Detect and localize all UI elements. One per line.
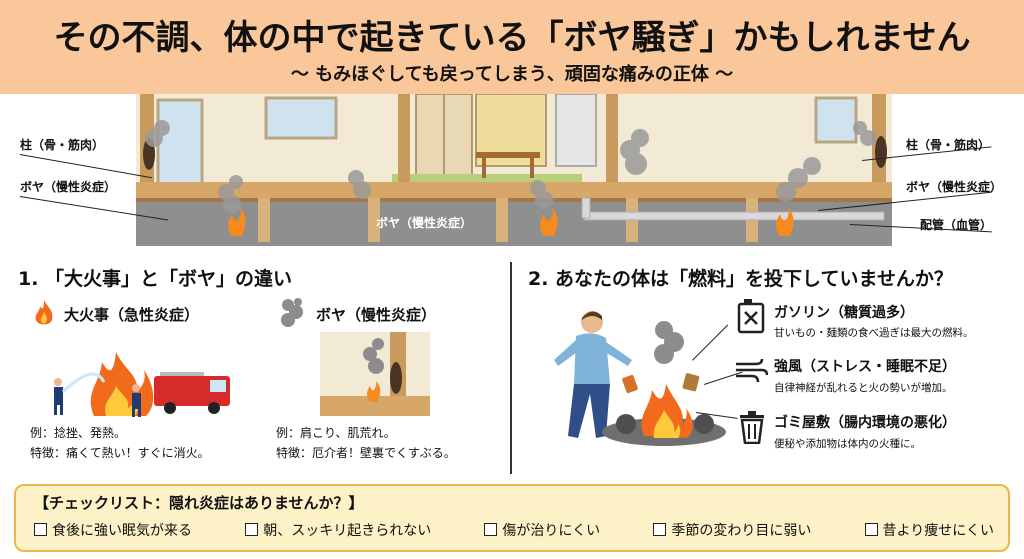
smoke-icon <box>281 298 303 327</box>
item-gasoline-desc: 甘いもの・麺類の食べ過ぎは最大の燃料。 <box>774 327 974 339</box>
page-title: その不調、体の中で起きている「ボヤ騒ぎ」かもしれません <box>53 18 971 58</box>
item-gasoline-title: ガソリン（糖質過多） <box>774 305 914 321</box>
checklist-item[interactable]: 傷が治りにくい <box>484 520 600 540</box>
smoke-feature: 特徴：厄介者！壁裏でくすぶる。 <box>276 444 456 461</box>
fire-feature-label: 特徴 <box>30 446 55 460</box>
smoke-feature-text: ：厄介者！壁裏でくすぶる。 <box>300 446 456 460</box>
section1-title: 1. 「大火事」と「ボヤ」の違い <box>18 268 293 290</box>
checkbox-icon[interactable] <box>34 523 47 536</box>
smoke-title: ボヤ（慢性炎症） <box>316 306 437 324</box>
trash-can-icon <box>740 411 764 444</box>
checklist-item-label: 昔より痩せにくい <box>882 523 994 539</box>
item-trash-desc: 便秘や添加物は体内の火種に。 <box>774 438 921 450</box>
flame-icon <box>35 300 53 325</box>
checklist-item-label: 季節の変わり目に弱い <box>671 523 812 539</box>
checklist-item[interactable]: 昔より痩せにくい <box>864 520 994 540</box>
checklist-item[interactable]: 食後に強い眠気が来る <box>34 520 192 540</box>
checkbox-icon[interactable] <box>484 523 498 536</box>
house-illustration: ボヤ（慢性炎症） <box>136 93 892 246</box>
section2-title: 2. あなたの体は「燃料」を投下していませんか？ <box>528 268 953 290</box>
pillar-left-pointer <box>19 154 152 179</box>
smoke-example: 例：肩こり、肌荒れ。 <box>276 424 396 441</box>
checklist-item[interactable]: 朝、スッキリ起きられない <box>245 520 431 540</box>
checkbox-icon[interactable] <box>864 523 878 536</box>
checkbox-icon[interactable] <box>653 523 667 536</box>
smoke-example-text: ：肩こり、肌荒れ。 <box>288 426 396 440</box>
checklist-item-label: 食後に強い眠気が来る <box>52 523 192 539</box>
fire-feature: 特徴：痛くて熱い！すぐに消火。 <box>30 444 210 461</box>
checklist-item-label: 傷が治りにくい <box>502 523 601 539</box>
wind-icon <box>736 358 768 383</box>
section-divider <box>510 262 512 474</box>
checklist-items: 食後に強い眠気が来る 朝、スッキリ起きられない 傷が治りにくい 季節の変わり目に… <box>34 520 994 540</box>
fire-feature-text: ：痛くて熱い！すぐに消火。 <box>54 446 210 460</box>
header-banner <box>0 0 1024 94</box>
smoke-feature-label: 特徴 <box>276 446 301 460</box>
checklist-item-label: 朝、スッキリ起きられない <box>263 523 432 539</box>
checklist-item[interactable]: 季節の変わり目に弱い <box>653 520 811 540</box>
fire-example: 例：捻挫、発熱。 <box>30 424 126 441</box>
fire-example-label: 例 <box>30 426 43 440</box>
big-fire-illustration <box>54 352 230 417</box>
smoke-example-label: 例 <box>276 426 289 440</box>
item-wind-desc: 自律神経が乱れると火の勢いが増加。 <box>774 382 953 394</box>
pillar-left-label: 柱（骨・筋肉） <box>20 138 105 152</box>
item-wind-title: 強風（ストレス・睡眠不足） <box>774 359 956 375</box>
smoldering-wall-illustration <box>320 332 430 416</box>
boya-center-label: ボヤ（慢性炎症） <box>376 215 472 230</box>
person-fueling-fire-illustration <box>554 311 726 446</box>
boya-left-label: ボヤ（慢性炎症） <box>20 180 117 194</box>
checklist-panel: 【チェックリスト：隠れ炎症はありませんか？】 食後に強い眠気が来る 朝、スッキリ… <box>14 484 1010 552</box>
page-subtitle: 〜 もみほぐしても戻ってしまう、頑固な痛みの正体 〜 <box>290 64 734 85</box>
item-trash-title: ゴミ屋敷（腸内環境の悪化） <box>774 415 956 431</box>
checkbox-icon[interactable] <box>245 523 259 536</box>
house-cross-section: ボヤ（慢性炎症） <box>136 93 892 254</box>
boya-right-label: ボヤ（慢性炎症） <box>906 180 1003 194</box>
checklist-title: 【チェックリスト：隠れ炎症はありませんか？】 <box>34 494 364 512</box>
fire-title: 大火事（急性炎症） <box>64 306 200 324</box>
fire-example-text: ：捻挫、発熱。 <box>42 426 127 440</box>
fuel-can-icon <box>737 299 765 334</box>
